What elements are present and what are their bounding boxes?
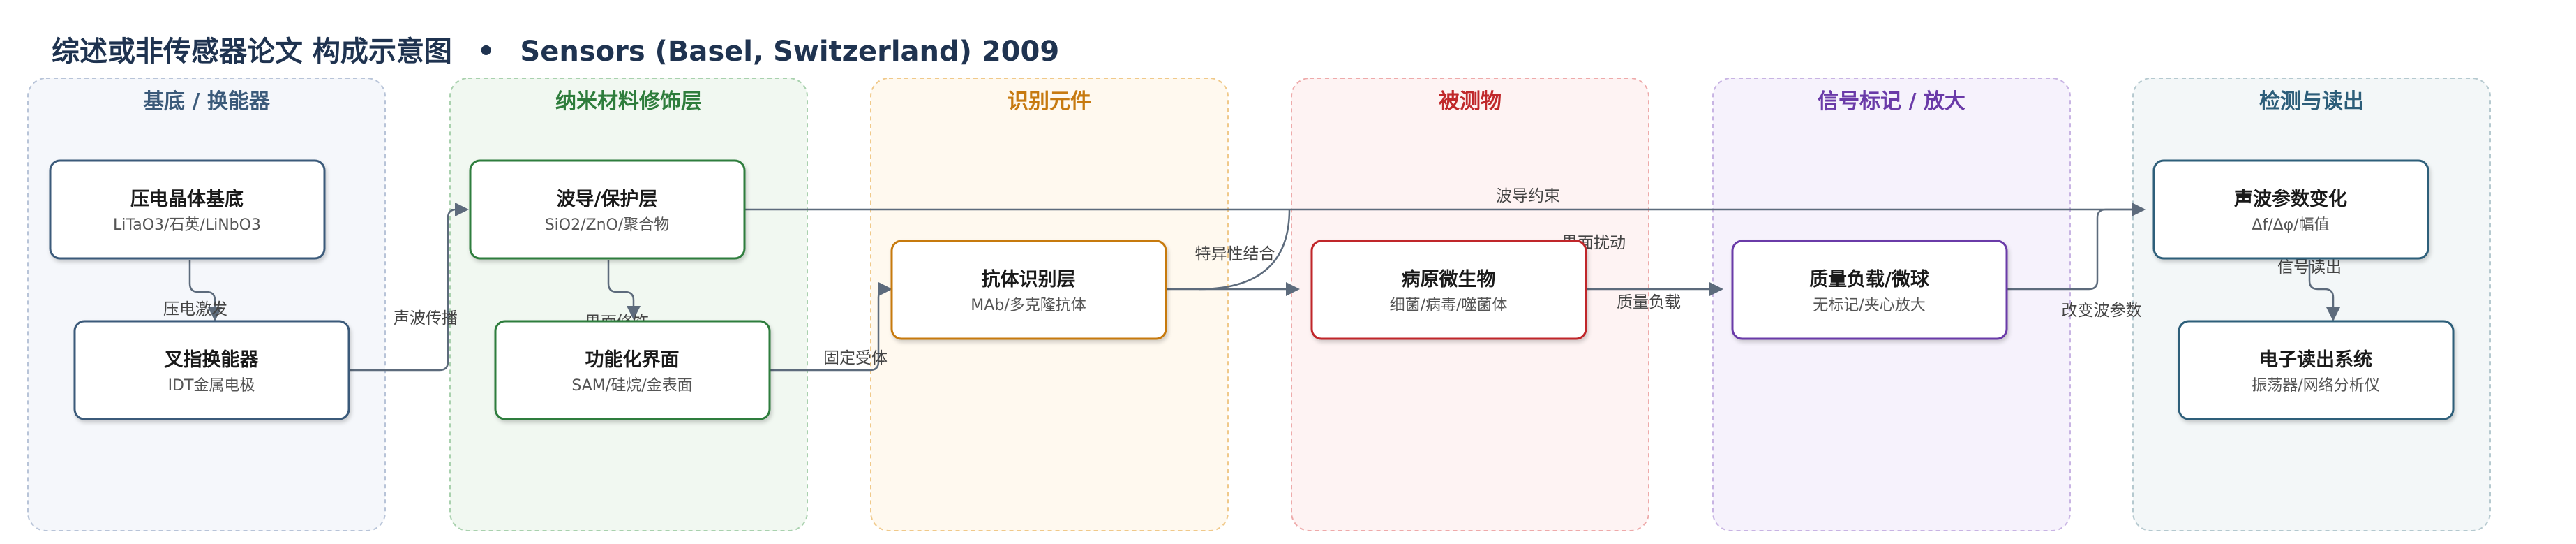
node-electronic-readout: 电子读出系统 振荡器/网络分析仪: [2178, 320, 2455, 420]
node-subtitle: IDT金属电极: [168, 377, 255, 395]
node-title: 压电晶体基底: [130, 188, 244, 210]
group-label-signal: 信号标记 / 放大: [1818, 89, 1965, 114]
node-subtitle: Δf/Δφ/幅值: [2252, 216, 2329, 234]
group-label-substrate: 基底 / 换能器: [143, 89, 271, 114]
edge-idt-guide: [349, 203, 469, 372]
group-label-recognition: 识别元件: [1008, 89, 1091, 114]
group-label-analyte: 被测物: [1439, 89, 1502, 114]
journal-name: Sensors (Basel, Switzerland) 2009: [520, 36, 1059, 68]
group-label-nanomaterial: 纳米材料修饰层: [555, 89, 702, 114]
node-antibody-layer: 抗体识别层 MAb/多克隆抗体: [890, 240, 1167, 340]
node-subtitle: SiO2/ZnO/聚合物: [545, 216, 670, 234]
edge-label-immobilize-receptor: 固定受体: [823, 349, 888, 367]
diagram-title: 综述或非传感器论文 构成示意图: [52, 36, 452, 68]
edge-label-signal-readout: 信号读出: [2277, 258, 2342, 277]
title-separator: •: [477, 36, 495, 68]
svg-text:综述或非传感器论文 构成示意图 • Sens: 综述或非传感器论文 构成示意图 • Sensors (Basel, Switze…: [52, 36, 1059, 68]
edges: [188, 203, 2340, 372]
edge-func-antibody: [770, 282, 892, 372]
node-title: 声波参数变化: [2234, 188, 2347, 210]
edge-acoustic-readout: [2308, 260, 2340, 321]
edge-label-waveguide-confinement: 波导约束: [1496, 187, 1560, 205]
node-mass-loading: 质量负载/微球 无标记/夹心放大: [1731, 240, 2008, 340]
node-subtitle: SAM/硅烷/金表面: [571, 377, 692, 395]
edge-label-piezo-excitation: 压电激发: [163, 300, 227, 318]
node-title: 波导/保护层: [557, 189, 658, 210]
node-subtitle: MAb/多克隆抗体: [971, 297, 1086, 314]
node-piezo-substrate: 压电晶体基底 LiTaO3/石英/LiNbO3: [49, 159, 326, 260]
edge-mass-acoustic: [2004, 203, 2146, 291]
node-title: 电子读出系统: [2259, 348, 2372, 371]
edge-piezo-idt: [188, 260, 222, 321]
edge-label-specific-binding: 特异性结合: [1195, 245, 1275, 263]
node-subtitle: LiTaO3/石英/LiNbO3: [113, 216, 261, 234]
group-label-detection: 检测与读出: [2259, 89, 2364, 114]
node-title: 叉指换能器: [164, 348, 260, 371]
node-pathogen: 病原微生物 细菌/病毒/噬菌体: [1310, 240, 1587, 340]
node-waveguide-layer: 波导/保护层 SiO2/ZnO/聚合物: [469, 159, 746, 260]
edge-label-change-wave-params: 改变波参数: [2062, 302, 2142, 320]
node-functional-interface: 功能化界面 SAM/硅烷/金表面: [494, 320, 771, 420]
node-idt-transducer: 叉指换能器 IDT金属电极: [73, 320, 350, 420]
node-subtitle: 振荡器/网络分析仪: [2252, 377, 2379, 395]
node-acoustic-change: 声波参数变化 Δf/Δφ/幅值: [2152, 159, 2429, 260]
group-panel-detection: [2132, 78, 2491, 531]
edge-label-acoustic-propagation: 声波传播: [394, 309, 458, 328]
node-title: 病原微生物: [1402, 269, 1496, 291]
group-panel-nanomaterial: [449, 78, 808, 531]
node-title: 质量负载/微球: [1809, 269, 1930, 291]
node-subtitle: 细菌/病毒/噬菌体: [1390, 297, 1508, 314]
edge-guide-func: [607, 260, 641, 320]
node-title: 抗体识别层: [982, 268, 1076, 291]
node-subtitle: 无标记/夹心放大: [1813, 297, 1925, 314]
node-title: 功能化界面: [585, 348, 680, 371]
edge-label-mass-loading: 质量负载: [1617, 293, 1681, 311]
edge-pathogen-bridge: [1198, 209, 1291, 291]
